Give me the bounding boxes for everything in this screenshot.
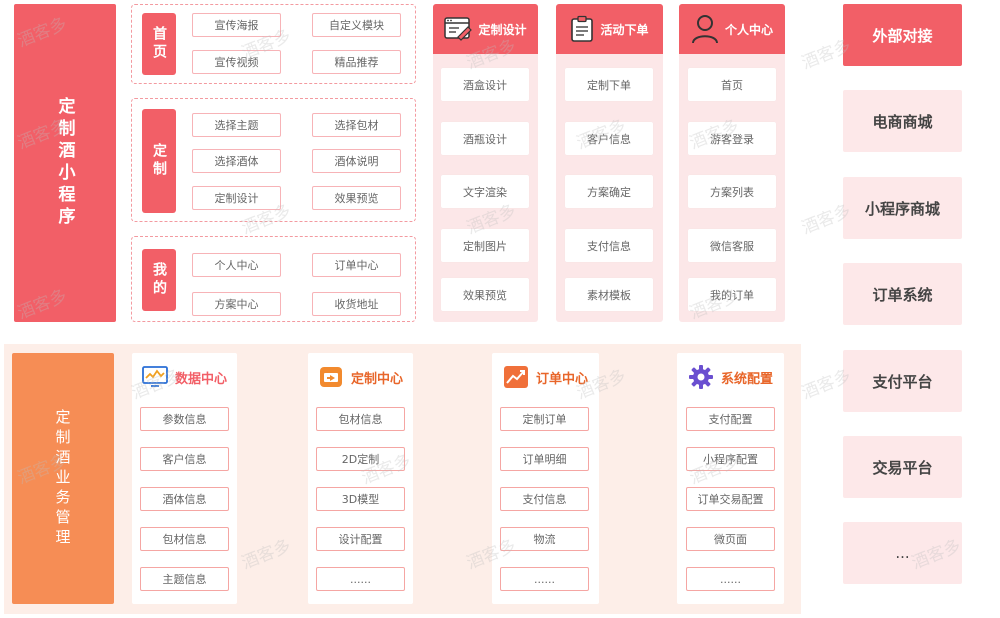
module-item[interactable]: 客户信息 — [565, 122, 653, 155]
mini-program-title: 定制酒小程序 — [14, 4, 116, 322]
business-item[interactable]: 包材信息 — [316, 407, 405, 431]
external-item-miniprogram-mall[interactable]: 小程序商城 — [843, 177, 962, 239]
business-column-title: 定制中心 — [350, 371, 403, 387]
business-column-order: 订单中心 定制订单 订单明细 支付信息 物流 ...... — [492, 353, 599, 604]
external-item-trading[interactable]: 交易平台 — [843, 436, 962, 498]
external-item-payment[interactable]: 支付平台 — [843, 350, 962, 412]
chip-custom-module[interactable]: 自定义模块 — [312, 13, 401, 37]
external-item-more: ... — [843, 522, 962, 584]
module-title: 活动下单 — [600, 22, 649, 37]
chip-effect-preview[interactable]: 效果预览 — [312, 186, 401, 210]
business-column-data: 数据中心 参数信息 客户信息 酒体信息 包材信息 主题信息 — [132, 353, 237, 604]
business-column-title: 系统配置 — [720, 371, 773, 387]
business-item[interactable]: 设计配置 — [316, 527, 405, 551]
business-item[interactable]: 订单交易配置 — [686, 487, 775, 511]
business-column-custom: 定制中心 包材信息 2D定制 3D模型 设计配置 ...... — [308, 353, 413, 604]
chip-promo-poster[interactable]: 宣传海报 — [192, 13, 281, 37]
business-column-header: 定制中心 — [308, 363, 413, 391]
chip-plan-center[interactable]: 方案中心 — [192, 292, 281, 316]
business-item[interactable]: 酒体信息 — [140, 487, 229, 511]
business-item[interactable]: 支付信息 — [500, 487, 589, 511]
business-item[interactable]: 客户信息 — [140, 447, 229, 471]
chip-liquor-desc[interactable]: 酒体说明 — [312, 149, 401, 173]
business-column-header: 订单中心 — [492, 363, 599, 391]
box-icon — [319, 367, 342, 387]
chip-order-center[interactable]: 订单中心 — [312, 253, 401, 277]
chip-shipping-address[interactable]: 收货地址 — [312, 292, 401, 316]
group-tag-mine: 我的 — [142, 249, 176, 311]
business-column-header: 数据中心 — [132, 363, 237, 391]
module-item[interactable]: 支付信息 — [565, 229, 653, 262]
module-item[interactable]: 游客登录 — [688, 122, 776, 155]
module-personal-center: 个人中心 首页 游客登录 方案列表 微信客服 我的订单 — [679, 4, 785, 322]
module-title: 个人中心 — [724, 22, 773, 37]
external-item-ecommerce[interactable]: 电商商城 — [843, 90, 962, 152]
module-item[interactable]: 酒盒设计 — [441, 68, 529, 101]
group-tag-customize: 定制 — [142, 109, 176, 213]
business-item[interactable]: 主题信息 — [140, 567, 229, 591]
business-item[interactable]: 物流 — [500, 527, 589, 551]
design-window-icon — [444, 17, 473, 41]
chip-featured[interactable]: 精品推荐 — [312, 50, 401, 74]
monitor-chart-icon — [142, 366, 168, 387]
chip-select-liquor[interactable]: 选择酒体 — [192, 149, 281, 173]
business-item[interactable]: 支付配置 — [686, 407, 775, 431]
group-customize: 定制 选择主题 选择包材 选择酒体 酒体说明 定制设计 效果预览 — [131, 98, 416, 222]
business-item[interactable]: 参数信息 — [140, 407, 229, 431]
group-home: 首页 宣传海报 自定义模块 宣传视频 精品推荐 — [131, 4, 416, 84]
trend-chart-icon — [503, 366, 528, 388]
module-item[interactable]: 素材模板 — [565, 278, 653, 311]
module-header-custom-design: 定制设计 — [433, 4, 538, 54]
chip-select-theme[interactable]: 选择主题 — [192, 113, 281, 137]
business-column-system: 系统配置 支付配置 小程序配置 订单交易配置 微页面 ...... — [677, 353, 784, 604]
user-icon — [691, 15, 718, 44]
business-item: ...... — [686, 567, 775, 591]
business-item: ...... — [316, 567, 405, 591]
module-header-personal-center: 个人中心 — [679, 4, 785, 54]
chip-select-packaging[interactable]: 选择包材 — [312, 113, 401, 137]
module-item[interactable]: 定制图片 — [441, 229, 529, 262]
chip-personal-center[interactable]: 个人中心 — [192, 253, 281, 277]
business-column-title: 数据中心 — [174, 371, 227, 387]
module-item[interactable]: 首页 — [688, 68, 776, 101]
business-item[interactable]: 3D模型 — [316, 487, 405, 511]
business-item[interactable]: 订单明细 — [500, 447, 589, 471]
business-item[interactable]: 微页面 — [686, 527, 775, 551]
module-item[interactable]: 文字渲染 — [441, 175, 529, 208]
external-item-order-system[interactable]: 订单系统 — [843, 263, 962, 325]
business-item[interactable]: 包材信息 — [140, 527, 229, 551]
module-title: 定制设计 — [478, 22, 527, 37]
external-header: 外部对接 — [843, 4, 962, 66]
module-item[interactable]: 方案列表 — [688, 175, 776, 208]
group-tag-home: 首页 — [142, 13, 176, 75]
module-item[interactable]: 定制下单 — [565, 68, 653, 101]
business-item: ...... — [500, 567, 589, 591]
business-item[interactable]: 2D定制 — [316, 447, 405, 471]
module-header-activity-order: 活动下单 — [556, 4, 663, 54]
module-item[interactable]: 我的订单 — [688, 278, 776, 311]
module-item[interactable]: 方案确定 — [565, 175, 653, 208]
module-item[interactable]: 效果预览 — [441, 278, 529, 311]
clipboard-icon — [571, 15, 594, 42]
business-column-title: 订单中心 — [535, 371, 588, 387]
business-item[interactable]: 小程序配置 — [686, 447, 775, 471]
module-item[interactable]: 微信客服 — [688, 229, 776, 262]
business-item[interactable]: 定制订单 — [500, 407, 589, 431]
chip-custom-design[interactable]: 定制设计 — [192, 186, 281, 210]
chip-promo-video[interactable]: 宣传视频 — [192, 50, 281, 74]
gear-icon — [688, 365, 713, 389]
module-item[interactable]: 酒瓶设计 — [441, 122, 529, 155]
module-custom-design: 定制设计 酒盒设计 酒瓶设计 文字渲染 定制图片 效果预览 — [433, 4, 538, 322]
business-column-header: 系统配置 — [677, 363, 784, 391]
group-mine: 我的 个人中心 订单中心 方案中心 收货地址 — [131, 236, 416, 322]
business-title: 定制酒业务管理 — [12, 353, 114, 604]
module-activity-order: 活动下单 定制下单 客户信息 方案确定 支付信息 素材模板 — [556, 4, 663, 322]
